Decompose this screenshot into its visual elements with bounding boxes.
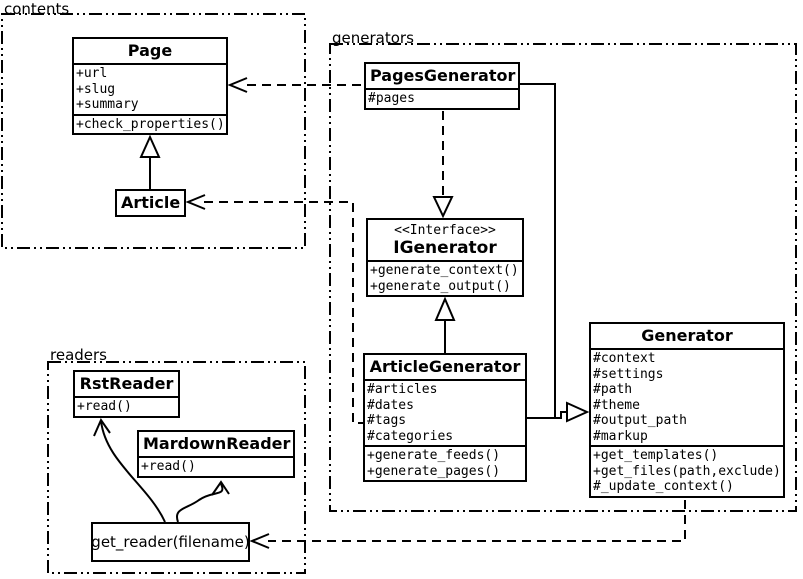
package-readers-border xyxy=(47,361,306,574)
package-contents-label: contents xyxy=(4,0,70,18)
class-mardownreader-methods: +read() xyxy=(139,456,293,476)
edge-getreader-to-rstreader xyxy=(93,417,166,523)
edge-generators-extend-generator xyxy=(520,83,590,423)
class-articlegenerator-title: ArticleGenerator xyxy=(369,357,521,376)
class-igenerator: <<Interface>> IGenerator +generate_conte… xyxy=(366,218,524,297)
edge-pagesgenerator-realizes-igenerator xyxy=(432,111,454,219)
class-articlegenerator-methods: +generate_feeds()+generate_pages() xyxy=(365,445,525,480)
class-generator-attributes: #context#settings#path#theme#output_path… xyxy=(591,348,783,445)
edge-article-extends-page xyxy=(139,134,161,189)
edge-getreader-to-mardownreader xyxy=(175,480,230,523)
class-article: Article xyxy=(115,189,186,217)
class-rstreader-methods: +read() xyxy=(75,396,178,416)
class-page-methods: +check_properties() xyxy=(74,113,226,134)
class-mardownreader-title: MardownReader xyxy=(143,434,291,453)
edge-articlegenerator-depends-article xyxy=(185,194,363,424)
edge-generator-depends-getreader xyxy=(249,500,686,549)
class-generator-title: Generator xyxy=(641,326,733,345)
class-rstreader-title: RstReader xyxy=(79,374,174,393)
edge-pagesgenerator-depends-page xyxy=(227,77,364,93)
class-generator: Generator #context#settings#path#theme#o… xyxy=(589,322,785,498)
package-generators-label: generators xyxy=(332,29,414,47)
class-page-attributes: +url+slug+summary xyxy=(74,63,226,114)
class-articlegenerator-attributes: #articles#dates#tags#categories xyxy=(365,379,525,445)
class-articlegenerator: ArticleGenerator #articles#dates#tags#ca… xyxy=(363,353,527,482)
package-generators-border xyxy=(329,43,797,512)
node-get-reader-label: get_reader(filename) xyxy=(91,533,250,551)
package-contents-border xyxy=(1,13,306,249)
class-page: Page +url+slug+summary +check_properties… xyxy=(72,37,228,135)
class-page-title: Page xyxy=(127,41,173,60)
class-mardownreader: MardownReader +read() xyxy=(137,430,295,478)
edge-articlegenerator-extends-igenerator xyxy=(434,296,456,353)
class-generator-methods: +get_templates()+get_files(path,exclude)… xyxy=(591,445,783,496)
class-igenerator-methods: +generate_context()+generate_output() xyxy=(368,260,522,295)
class-igenerator-stereotype: <<Interface>> xyxy=(394,223,496,238)
class-pagesgenerator-attributes: #pages xyxy=(366,88,518,108)
class-pagesgenerator: PagesGenerator #pages xyxy=(364,62,520,110)
class-igenerator-title: IGenerator xyxy=(393,238,497,258)
class-rstreader: RstReader +read() xyxy=(73,370,180,418)
class-article-title: Article xyxy=(121,193,181,212)
class-pagesgenerator-title: PagesGenerator xyxy=(370,66,516,85)
package-readers-label: readers xyxy=(50,346,107,364)
node-get-reader: get_reader(filename) xyxy=(91,522,250,562)
